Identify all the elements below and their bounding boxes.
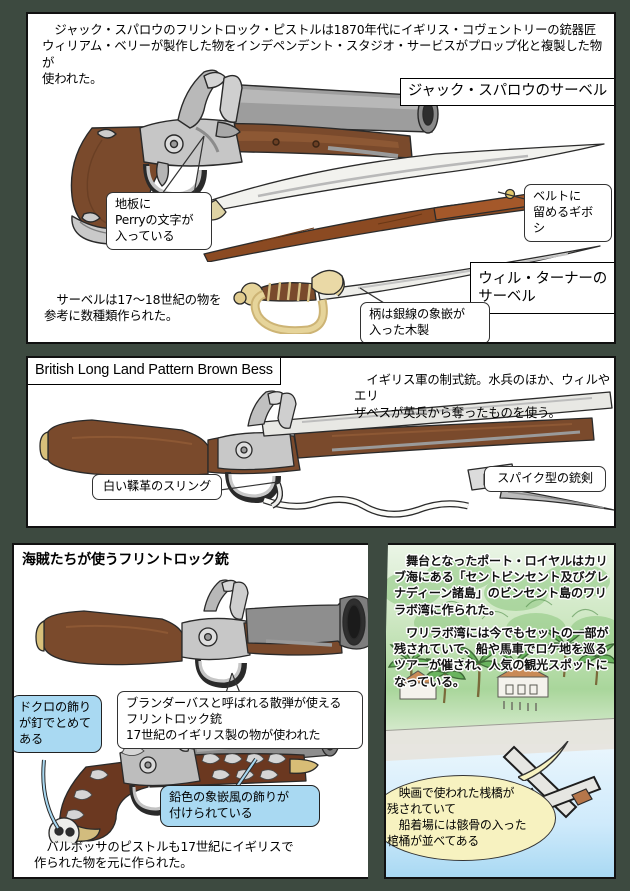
callout-jetty-tail bbox=[518, 741, 569, 781]
callout-belt-line1: ベルトに bbox=[533, 189, 581, 203]
callout-perry-line1: 地板に bbox=[115, 197, 151, 211]
callout-skull-decoration: ドクロの飾り が釘でとめて ある bbox=[14, 695, 102, 753]
port-royal-bay-photo bbox=[386, 545, 614, 877]
callout-blunderbuss-line1: ブランダーバスと呼ばれる散弾が使える bbox=[126, 696, 342, 710]
panel1-caption: サーベルは17〜18世紀の物を 参考に数種類作られた。 bbox=[44, 292, 222, 324]
callout-skull-line1: ドクロの飾り bbox=[19, 700, 91, 714]
panel1-intro-text: ジャック・スパロウのフリントロック・ピストルは1870年代にイギリス・コヴェント… bbox=[42, 22, 602, 87]
label-brown-bess-title: British Long Land Pattern Brown Bess bbox=[28, 358, 281, 385]
label-turner-sabre-line1: ウィル・ターナーの bbox=[478, 270, 607, 287]
label-pirate-flintlock-title: 海賊たちが使うフリントロック銃 bbox=[22, 552, 229, 568]
blunderbuss-illustration bbox=[35, 579, 370, 688]
callout-white-sling: 白い鞣革のスリング bbox=[92, 474, 222, 500]
callout-grip-line2: 入った木製 bbox=[369, 322, 429, 337]
callout-spike-bayonet: スパイク型の銃剣 bbox=[484, 466, 606, 492]
callout-blunderbuss-line3: 17世紀のイギリス製の物が使われた bbox=[126, 727, 321, 742]
panel2-description: イギリス軍の制式銃。水兵のほか、ウィルやエリ ザベスが英兵から奪ったものを使う。 bbox=[354, 372, 610, 420]
callout-belt-boss: ベルトに 留めるギボシ bbox=[524, 184, 612, 242]
panel4-paragraph-2: ワリラボ湾には今でもセットの一部が 残されていて、船や馬車でロケ地を巡る ツアー… bbox=[394, 626, 609, 689]
callout-perry-line3: 入っている bbox=[115, 228, 175, 243]
callout-skull-leader bbox=[36, 759, 76, 832]
panel-port-royal-location: 舞台となったポート・ロイヤルはカリ ブ海にある「セントビンセント及びグレ ナディ… bbox=[384, 543, 616, 879]
panel-sparrow-weapons: ジャック・スパロウのフリントロック・ピストルは1870年代にイギリス・コヴェント… bbox=[26, 12, 616, 344]
panel-brown-bess: British Long Land Pattern Brown Bess イギリ… bbox=[26, 356, 616, 528]
panel4-paragraph-1: 舞台となったポート・ロイヤルはカリ ブ海にある「セントビンセント及びグレ ナディ… bbox=[394, 554, 609, 617]
callout-inlay-line2: 付けられている bbox=[169, 805, 253, 820]
panel3-caption: バルボッサのピストルも17世紀にイギリスで 作られた物を元に作られた。 bbox=[34, 839, 294, 871]
turner-sabre-illustration bbox=[233, 245, 601, 334]
callout-blunderbuss-line2: フリントロック銃 bbox=[126, 711, 222, 726]
callout-grip-material: 柄は銀線の象嵌が 入った木製 bbox=[360, 302, 490, 342]
callout-blunderbuss-leader bbox=[225, 672, 246, 695]
callout-belt-line2: 留めるギボシ bbox=[533, 204, 593, 235]
callout-perry: 地板に Perryの文字が 入っている bbox=[106, 192, 212, 250]
callout-perry-line2: Perryの文字が bbox=[115, 212, 194, 227]
panel-pirate-flintlocks: 海賊たちが使うフリントロック銃 ブランダーバスと呼ばれる散弾が使える フリントロ… bbox=[12, 543, 372, 879]
callout-jetty-line2: 残されていて bbox=[387, 802, 456, 817]
callout-jetty-line3: 船着場には骸骨の入った bbox=[398, 818, 527, 833]
callout-perry-leader bbox=[148, 135, 228, 198]
callout-lead-inlay: 鉛色の象嵌風の飾りが 付けられている bbox=[160, 785, 320, 827]
label-sparrow-sabre: ジャック・スパロウのサーベル bbox=[399, 78, 614, 106]
callout-jetty-line1: 映画で使われた桟橋が bbox=[398, 786, 515, 801]
callout-skull-line2: が釘でとめて bbox=[19, 715, 91, 730]
callout-jetty-line4: 棺桶が並べてある bbox=[387, 834, 479, 849]
label-turner-sabre-line2: サーベル bbox=[478, 289, 536, 305]
callout-grip-line1: 柄は銀線の象嵌が bbox=[369, 307, 465, 321]
callout-sling-leader bbox=[219, 480, 280, 498]
label-turner-sabre: ウィル・ターナーの サーベル bbox=[470, 262, 614, 314]
callout-inlay-line1: 鉛色の象嵌風の飾りが bbox=[169, 790, 289, 804]
callout-blunderbuss: ブランダーバスと呼ばれる散弾が使える フリントロック銃 17世紀のイギリス製の物… bbox=[117, 691, 363, 749]
callout-jetty-bubble: 映画で使われた桟橋が 残されていて 船着場には骸骨の入った 棺桶が並べてある bbox=[386, 775, 556, 861]
callout-skull-line3: ある bbox=[19, 731, 43, 746]
